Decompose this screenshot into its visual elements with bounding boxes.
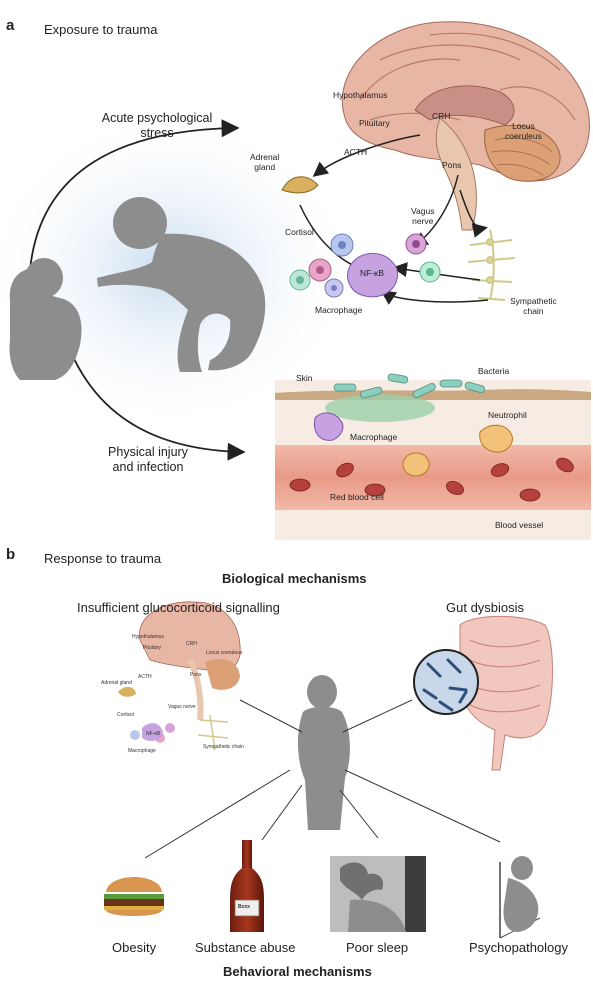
brain-illustration <box>341 21 590 231</box>
panel-b-title: Response to trauma <box>44 551 162 566</box>
outcome-sleep: Poor sleep <box>346 940 409 955</box>
tissue-illustration <box>275 373 591 540</box>
adrenal-gland <box>281 176 319 194</box>
glucocorticoid-label: Insufficient glucocorticoid signalling <box>77 600 280 615</box>
burger-icon <box>104 877 164 916</box>
mini-label-acth: ACTH <box>138 674 152 680</box>
immune-cells <box>289 233 441 298</box>
label-nfkb: NF-κB <box>360 268 385 278</box>
label-vagus: Vagus nerve <box>411 206 434 226</box>
panel-a-letter: a <box>6 17 15 34</box>
panel-b-letter: b <box>6 546 16 563</box>
outcome-psycho: Psychopathology <box>469 940 569 955</box>
label-skin: Skin <box>296 373 313 383</box>
label-hypothalamus: Hypothalamus <box>333 90 388 100</box>
mini-label-nfkb: NF-κB <box>146 731 161 737</box>
mini-label-locus: Locus coeruleus <box>206 650 243 656</box>
outcome-substance: Substance abuse <box>195 940 296 955</box>
physical-injury-line1: Physical injury <box>108 445 188 459</box>
label-adrenal-line1: Adrenal <box>250 152 280 162</box>
bottle-icon <box>230 840 264 932</box>
label-crh: CRH <box>432 111 451 121</box>
physical-injury-label: Physical injury and infection <box>78 445 218 475</box>
mini-brain-thumbnail <box>118 601 241 751</box>
label-adrenal: Adrenal gland <box>250 152 279 172</box>
acute-stress-arrow <box>29 119 240 271</box>
poor-sleep-scene <box>330 856 426 932</box>
acute-stress-line2: stress <box>140 126 174 140</box>
biological-heading: Biological mechanisms <box>222 571 367 586</box>
sympathetic-chain-neurons <box>467 229 516 301</box>
physical-injury-line2: and infection <box>112 460 184 474</box>
outcome-obesity: Obesity <box>112 940 157 955</box>
mini-label-crh: CRH <box>186 641 197 647</box>
mini-label-adrenal: Adrenal gland <box>101 680 132 686</box>
label-macrophage: Macrophage <box>315 305 363 315</box>
mini-label-sympathetic: Sympathetic chain <box>203 744 244 750</box>
mini-label-macrophage: Macrophage <box>128 748 156 754</box>
bottle-label: Bxxx <box>238 904 250 910</box>
mini-label-cortisol: Cortisol <box>117 712 134 718</box>
label-locus: Locus coeruleus <box>505 121 542 141</box>
label-neutrophil: Neutrophil <box>488 410 527 420</box>
label-bacteria: Bacteria <box>478 366 510 376</box>
label-sympathetic-line2: chain <box>523 306 544 316</box>
center-child-silhouette <box>297 675 350 830</box>
psychopathology-figure <box>499 856 541 939</box>
label-vagus-line2: nerve <box>412 216 434 226</box>
mini-label-hypothalamus: Hypothalamus <box>132 634 164 640</box>
behavioral-heading: Behavioral mechanisms <box>223 964 372 979</box>
adult-silhouette <box>97 197 266 372</box>
label-vagus-line1: Vagus <box>411 206 435 216</box>
mini-label-vagus: Vagus nerve <box>168 704 196 710</box>
label-locus-line2: coeruleus <box>505 131 542 141</box>
label-sympathetic: Sympathetic chain <box>510 296 557 316</box>
gut-label: Gut dysbiosis <box>446 600 525 615</box>
label-tissue-macrophage: Macrophage <box>350 432 398 442</box>
label-acth: ACTH <box>344 147 368 157</box>
panel-a-title: Exposure to trauma <box>44 22 158 37</box>
label-pons: Pons <box>442 160 462 170</box>
label-rbc: Red blood cell <box>330 492 384 502</box>
nfkb-macrophage <box>347 253 399 298</box>
label-pituitary: Pituitary <box>359 118 390 128</box>
label-vessel: Blood vessel <box>495 520 544 530</box>
label-adrenal-line2: gland <box>254 162 276 172</box>
label-sympathetic-line1: Sympathetic <box>510 296 557 306</box>
acute-stress-line1: Acute psychological <box>101 111 213 125</box>
gut-illustration <box>413 615 553 771</box>
connector-lines <box>144 699 501 859</box>
label-cortisol: Cortisol <box>285 227 314 237</box>
child-silhouette <box>9 258 82 380</box>
physical-injury-arrow <box>69 349 246 461</box>
acute-stress-label: Acute psychological stress <box>82 111 232 141</box>
mini-label-pons: Pons <box>190 672 202 678</box>
mini-label-pituitary: Pituitary <box>143 645 162 651</box>
label-locus-line1: Locus <box>512 121 535 131</box>
